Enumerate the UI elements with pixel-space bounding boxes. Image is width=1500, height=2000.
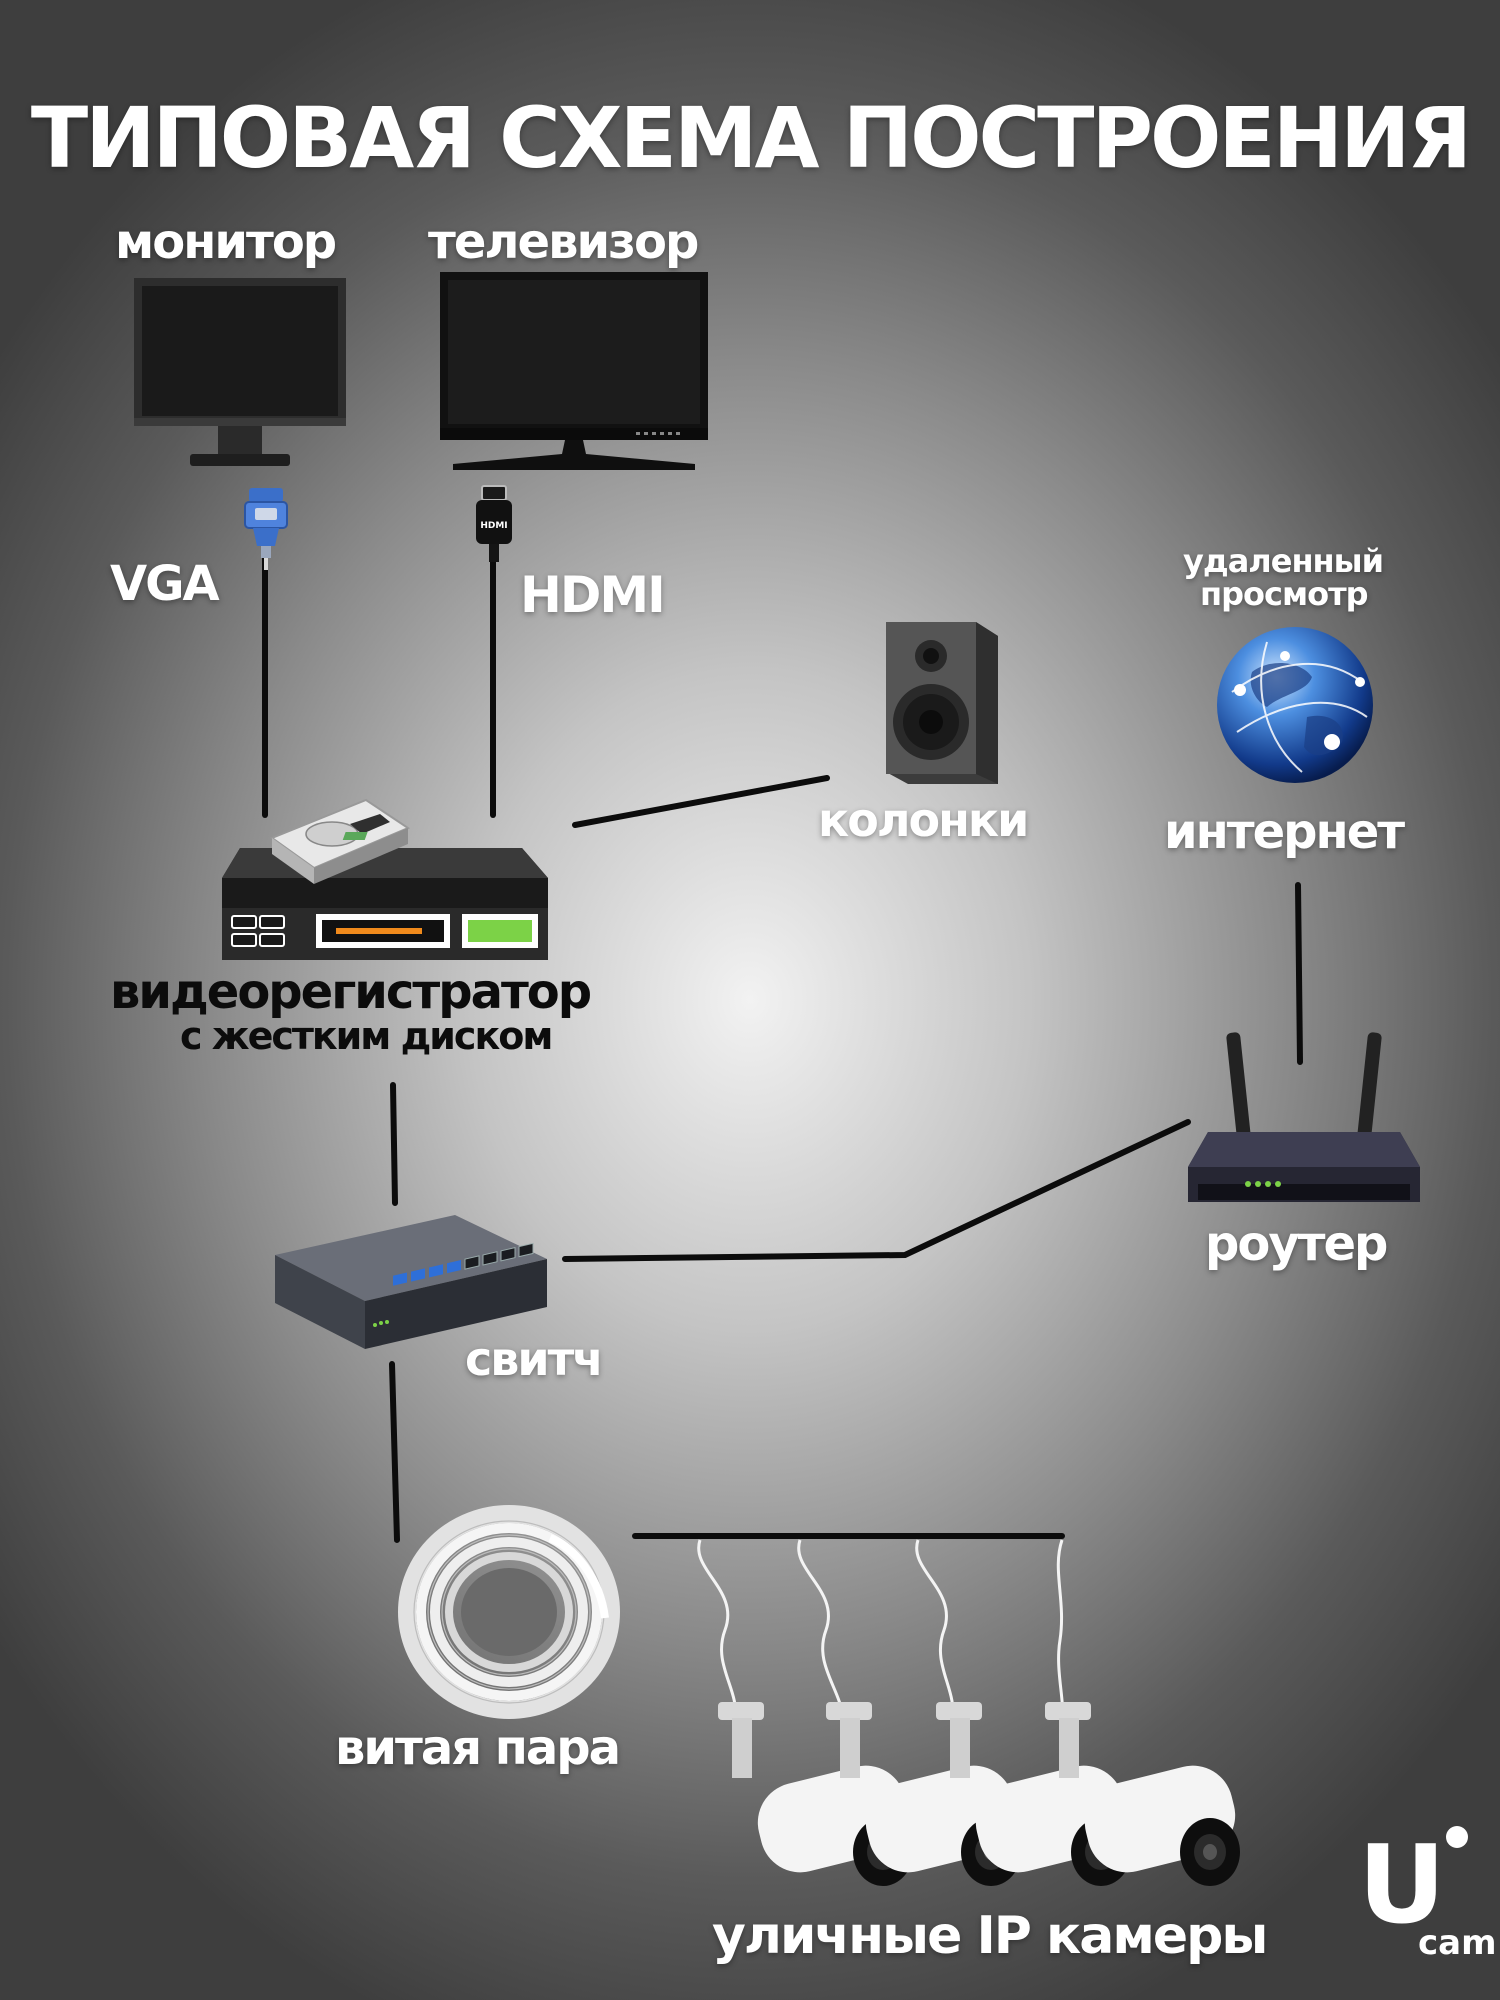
- logo-text: cam: [1418, 1923, 1497, 1963]
- logo-letter: U: [1358, 1823, 1446, 1948]
- globe-icon: [1212, 622, 1378, 788]
- router-label: роутер: [1205, 1216, 1388, 1272]
- remote-label-line2: просмотр: [1200, 575, 1369, 613]
- dvr-label-line1: видеорегистратор: [110, 964, 592, 1020]
- camera-drop-wires: [697, 1539, 1065, 1721]
- hdmi-plug-text: HDMI: [480, 521, 507, 531]
- dvr-label-line2: с жестким диском: [180, 1014, 553, 1058]
- router-icon: [1188, 1032, 1420, 1208]
- speakers-label: колонки: [818, 793, 1029, 847]
- cameras-label: уличные IP камеры: [712, 1906, 1268, 1966]
- monitor-label: монитор: [115, 214, 337, 270]
- tv-icon: [440, 272, 708, 472]
- wire-switch-cable: [389, 1361, 400, 1543]
- ip-camera-icon: [1045, 1702, 1245, 1892]
- ucam-logo: U cam: [1352, 1823, 1497, 1976]
- wire-speakers: [572, 775, 830, 828]
- wire-dvr-switch: [390, 1082, 398, 1206]
- wire-switch-router: [562, 1119, 1191, 1262]
- cable-label: витая пара: [335, 1720, 621, 1776]
- monitor-icon: [130, 278, 350, 473]
- speaker-icon: [872, 622, 1002, 784]
- internet-label: интернет: [1164, 804, 1405, 860]
- cable-coil-icon: [398, 1505, 620, 1719]
- remote-label-line1: удаленный: [1183, 542, 1384, 580]
- dvr-icon: [222, 798, 548, 960]
- page-title: ТИПОВАЯ СХЕМА ПОСТРОЕНИЯ: [30, 89, 1472, 187]
- wire-internet-router: [1295, 882, 1303, 1065]
- logo-dot: [1446, 1826, 1468, 1848]
- hard-disk-icon: [269, 798, 411, 890]
- vga-plug-icon: [243, 488, 289, 570]
- hdmi-plug-icon: HDMI: [474, 485, 514, 562]
- tv-label: телевизор: [428, 214, 699, 270]
- hdmi-label: HDMI: [520, 566, 666, 624]
- switch-icon: [275, 1215, 547, 1349]
- switch-label: свитч: [465, 1332, 604, 1386]
- vga-label: VGA: [110, 556, 220, 612]
